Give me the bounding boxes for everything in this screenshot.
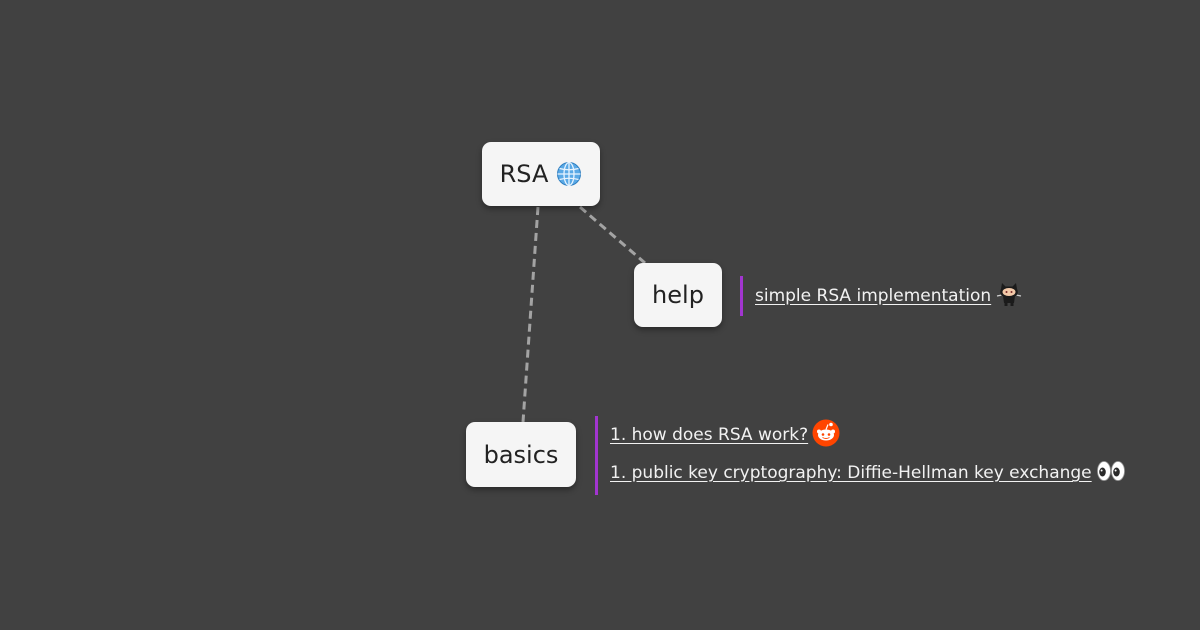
basics-links: 1. how does RSA work? 1. public key cryp… <box>595 416 1126 495</box>
reddit-icon <box>812 419 840 452</box>
node-help-label: help <box>652 281 704 309</box>
link-how-does-rsa-work[interactable]: 1. how does RSA work? <box>610 416 1126 454</box>
link-text[interactable]: 1. how does RSA work? <box>610 425 809 445</box>
link-simple-rsa-implementation[interactable]: simple RSA implementation <box>755 276 1023 316</box>
node-help[interactable]: help <box>634 263 722 327</box>
globe-icon <box>556 161 582 187</box>
link-text[interactable]: simple RSA implementation <box>755 286 992 306</box>
node-rsa-label: RSA <box>499 160 549 188</box>
edge-rsa-basics <box>521 206 540 423</box>
link-text[interactable]: 1. public key cryptography: Diffie-Hellm… <box>610 463 1092 483</box>
help-links: simple RSA implementation <box>740 276 1023 316</box>
node-basics-label: basics <box>483 440 559 469</box>
node-rsa[interactable]: RSA <box>482 142 600 206</box>
eyes-icon <box>1096 459 1126 488</box>
node-basics[interactable]: basics <box>466 422 576 487</box>
edge-rsa-help <box>579 205 646 265</box>
link-public-key-cryptography[interactable]: 1. public key cryptography: Diffie-Hellm… <box>610 454 1126 492</box>
github-octocat-icon <box>995 280 1023 313</box>
